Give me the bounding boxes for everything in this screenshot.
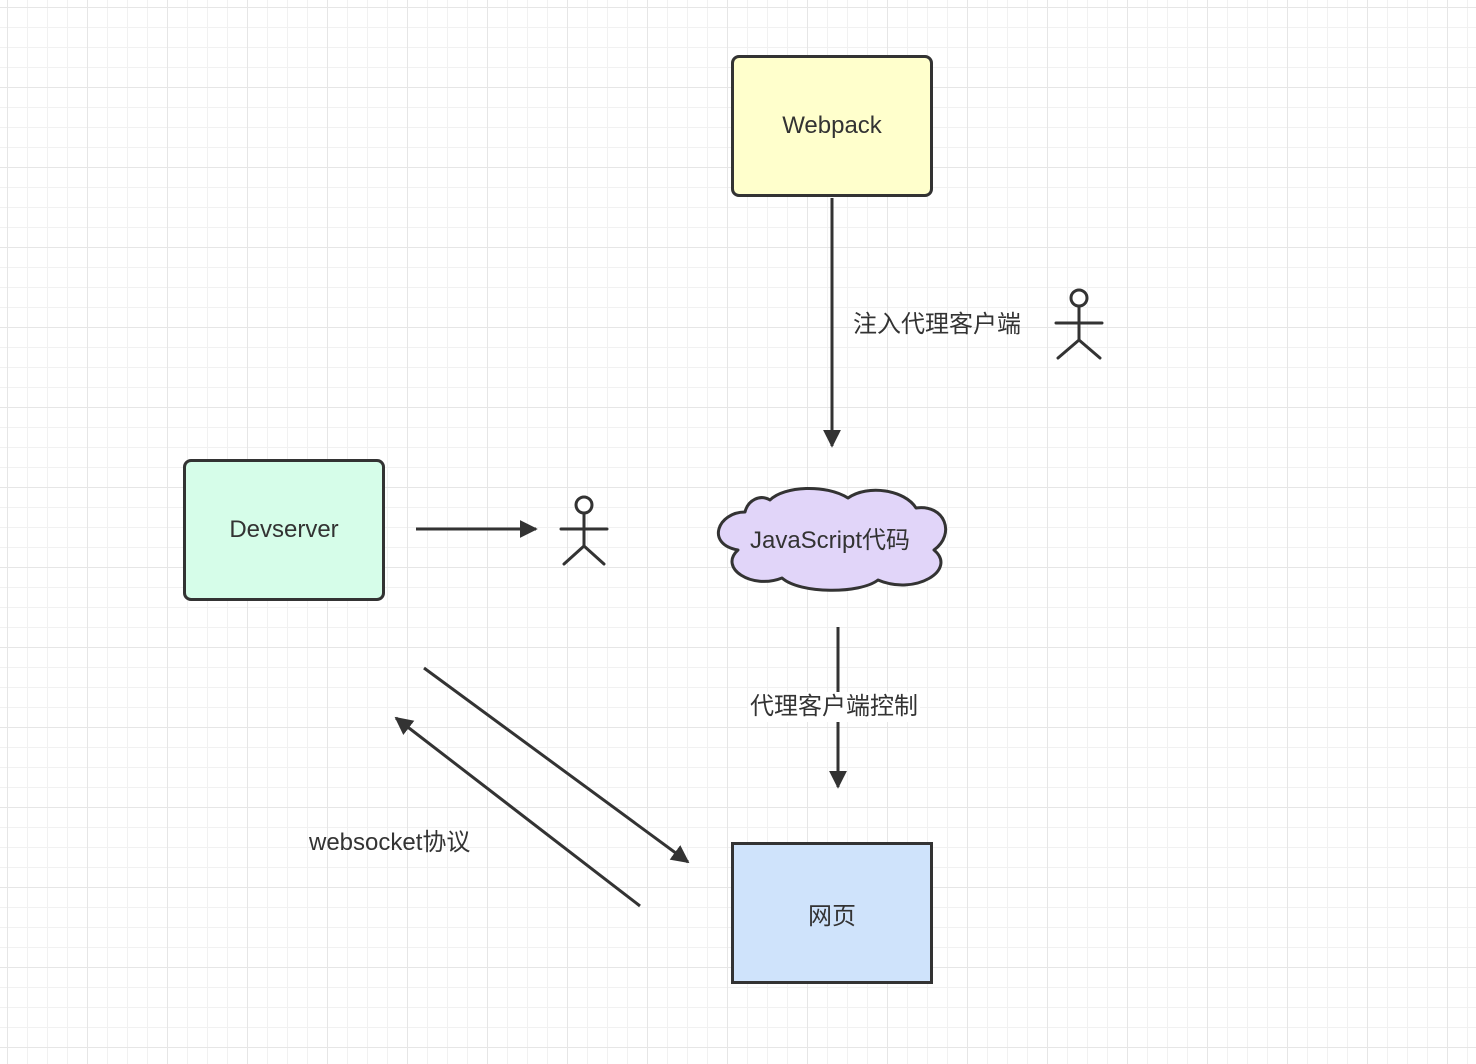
edge-label-proxy-control: 代理客户端控制	[748, 692, 920, 722]
node-javascript-label: JavaScript代码	[749, 527, 911, 554]
node-webpage-label: 网页	[808, 902, 856, 930]
edge-label-inject: 注入代理客户端	[853, 311, 1021, 338]
node-javascript-cloud[interactable]	[716, 487, 948, 592]
node-webpack[interactable]: Webpack	[731, 55, 933, 197]
node-webpack-label: Webpack	[782, 112, 882, 139]
node-devserver[interactable]: Devserver	[183, 459, 385, 601]
edge-label-websocket: websocket协议	[309, 829, 471, 856]
actor-icon	[559, 495, 609, 566]
node-webpage[interactable]: 网页	[731, 842, 933, 984]
actor-icon	[1054, 288, 1104, 360]
node-devserver-label: Devserver	[229, 516, 339, 543]
edge-devserver-to-webpage[interactable]	[423, 666, 690, 864]
edge-webpage-to-devserver[interactable]	[394, 716, 641, 908]
